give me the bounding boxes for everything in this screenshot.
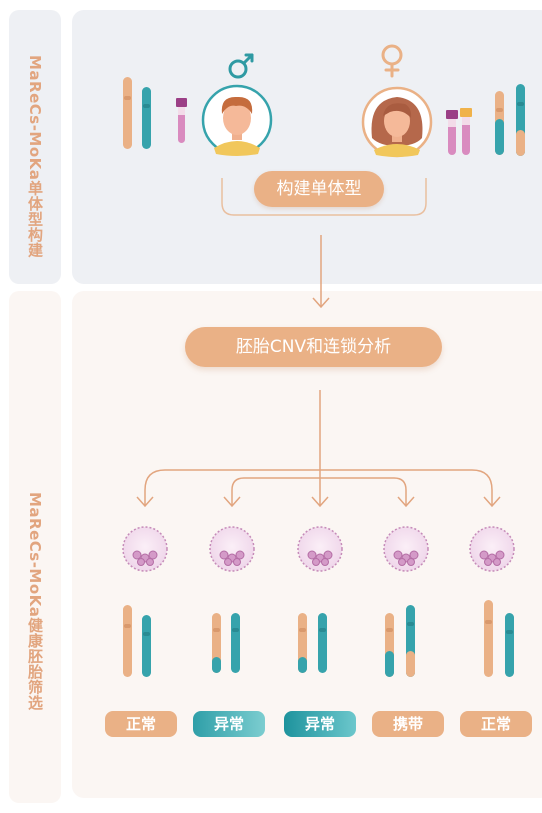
result-tag-3: 异常	[284, 711, 356, 737]
embryo-5	[469, 526, 515, 572]
embryo-3	[297, 526, 343, 572]
build-haplotype-button[interactable]: 构建单体型	[254, 171, 384, 207]
haplotype-section-label-box: MaReCs-MoKa单体型构建	[9, 10, 61, 284]
bracket-connector	[221, 178, 427, 216]
male-icon	[228, 53, 254, 79]
mother-blood-tubes	[446, 108, 472, 155]
embryo-2-chromosomes	[212, 613, 240, 673]
result-tag-5: 正常	[460, 711, 532, 737]
result-tag-2: 异常	[193, 711, 265, 737]
father-avatar	[201, 84, 273, 156]
arrow-down-1	[312, 235, 330, 309]
embryo-1-chromosomes	[123, 605, 151, 677]
haplotype-section-label: MaReCs-MoKa单体型构建	[26, 54, 44, 258]
result-tag-1: 正常	[105, 711, 177, 737]
mother-avatar	[361, 86, 433, 158]
screening-section-label-box: MaReCs-MoKa健康胚胎筛选	[9, 291, 61, 803]
cnv-linkage-analysis-button[interactable]: 胚胎CNV和连锁分析	[185, 327, 442, 367]
father-blood-tube	[176, 98, 187, 143]
embryo-5-chromosomes	[484, 600, 514, 677]
embryo-1	[122, 526, 168, 572]
branch-arrows	[136, 390, 501, 508]
screening-section-label: MaReCs-MoKa健康胚胎筛选	[26, 491, 44, 711]
mother-chromosomes	[495, 84, 525, 156]
result-tag-4: 携带	[372, 711, 444, 737]
father-chromosomes	[123, 77, 151, 149]
embryo-3-chromosomes	[298, 613, 327, 673]
female-icon	[381, 44, 403, 78]
embryo-4-chromosomes	[385, 605, 415, 677]
embryo-2	[209, 526, 255, 572]
embryo-4	[383, 526, 429, 572]
